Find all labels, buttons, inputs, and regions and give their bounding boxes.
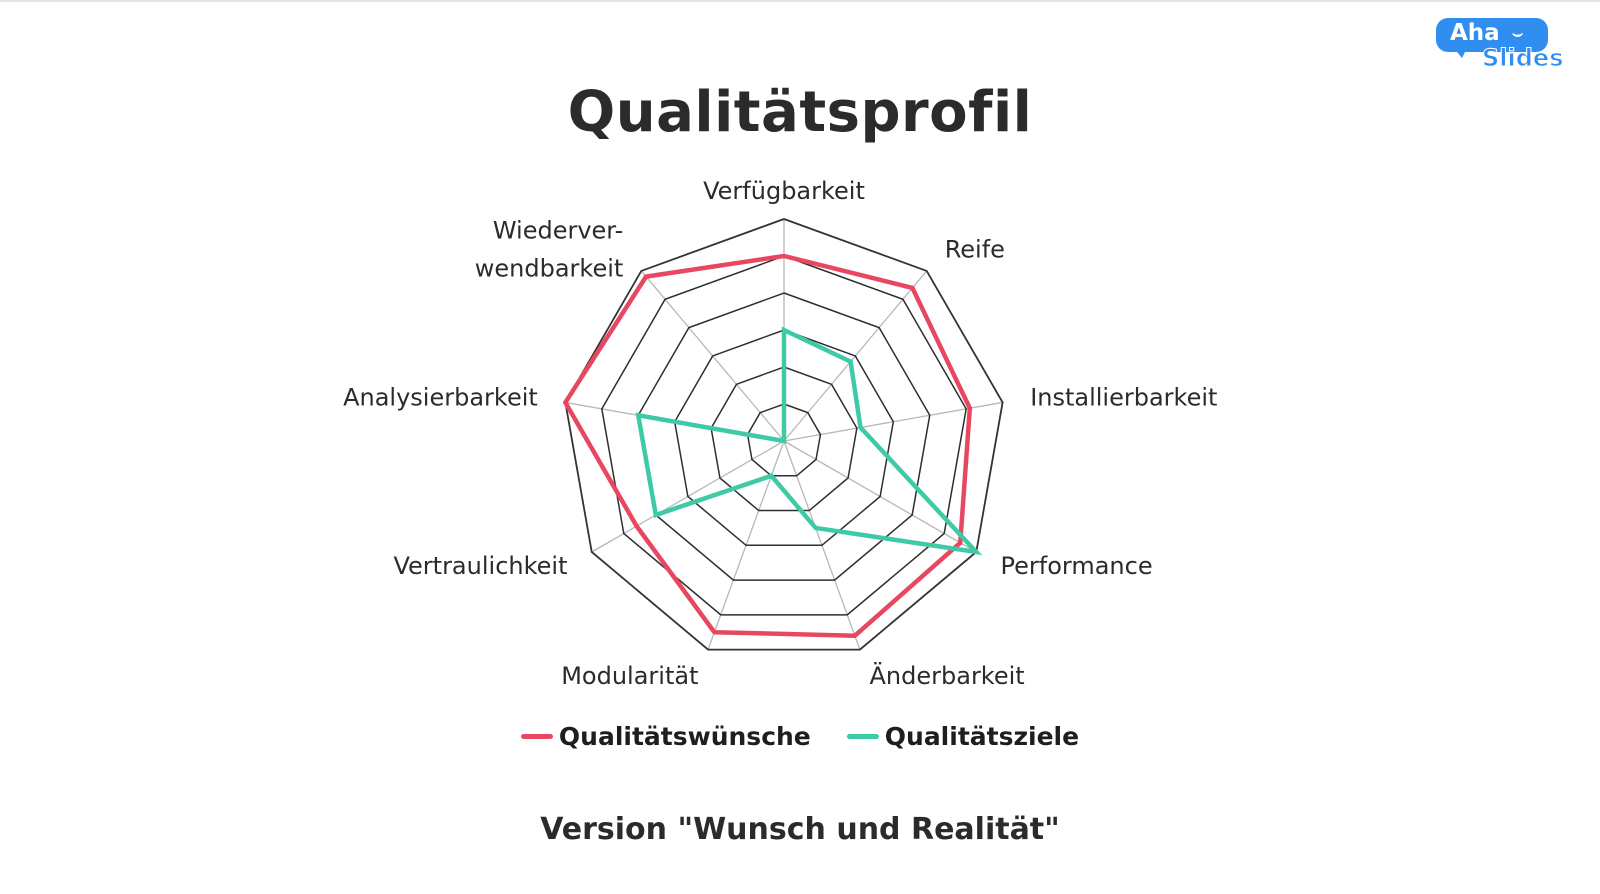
radar-chart: VerfügbarkeitReifeInstallierbarkeitPerfo… — [343, 177, 1217, 690]
radar-ring — [564, 218, 1004, 651]
smile-icon: ⌣ — [1512, 24, 1524, 44]
chart-subtitle: Version "Wunsch und Realität" — [540, 812, 1060, 847]
ahaslides-logo: Aha ⌣ Slides — [1432, 16, 1564, 73]
axis-label: Reife — [945, 235, 1005, 263]
legend-item-ziele[interactable]: Qualitätsziele — [846, 722, 1080, 751]
chart-title: Qualitätsprofil — [567, 80, 1033, 145]
chart-legend: Qualitätswünsche Qualitätsziele — [0, 722, 1600, 751]
legend-swatch-wuensche — [520, 734, 553, 739]
radar-ring — [601, 255, 967, 616]
radar-ring — [637, 292, 931, 581]
axis-label: Änderbarkeit — [870, 661, 1025, 690]
axis-label: Modularität — [561, 662, 698, 690]
logo-text-top: Aha — [1450, 20, 1500, 46]
radar-ring — [746, 403, 822, 477]
logo-bubble-tail — [1452, 46, 1468, 58]
axis-label: Performance — [1001, 552, 1153, 580]
axis-label: Analysierbarkeit — [343, 384, 538, 412]
axis-label: Verfügbarkeit — [703, 177, 865, 205]
top-border — [0, 0, 1600, 2]
legend-swatch-ziele — [846, 734, 879, 739]
legend-label-wuensche: Qualitätswünsche — [558, 722, 811, 751]
series-line-ziele[interactable] — [635, 326, 983, 556]
radar-series — [562, 253, 983, 638]
series-line-wuensche[interactable] — [562, 253, 973, 638]
legend-label-ziele: Qualitätsziele — [884, 722, 1080, 751]
radar-axis-labels: VerfügbarkeitReifeInstallierbarkeitPerfo… — [343, 177, 1217, 690]
radar-ring — [673, 329, 895, 547]
axis-label: Wiederver-wendbarkeit — [475, 216, 624, 282]
axis-label: Installierbarkeit — [1030, 384, 1217, 412]
radar-ring — [710, 366, 858, 512]
axis-label: Vertraulichkeit — [393, 552, 567, 580]
legend-item-wuensche[interactable]: Qualitätswünsche — [520, 722, 811, 751]
logo-text-bottom: Slides — [1481, 44, 1564, 73]
